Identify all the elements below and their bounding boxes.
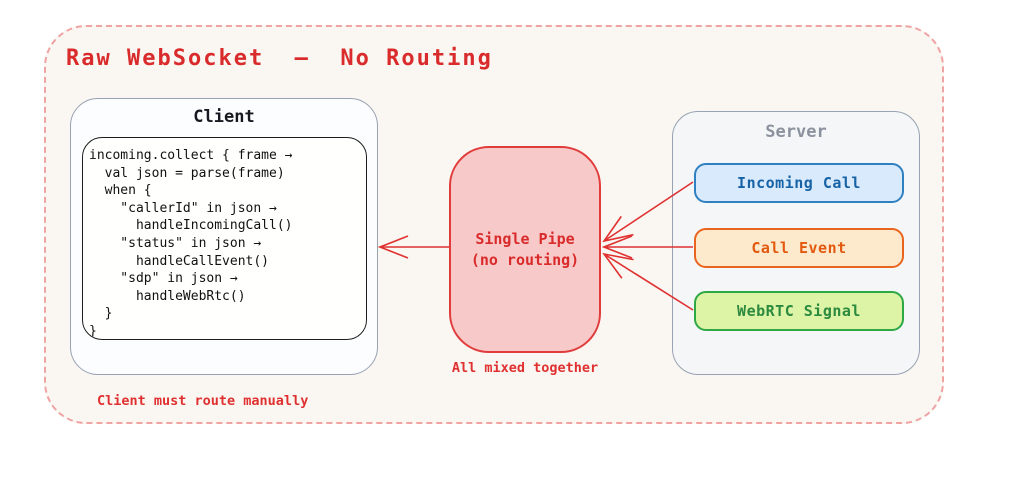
server-item-incoming-call: Incoming Call bbox=[694, 163, 904, 203]
server-item-call-event: Call Event bbox=[694, 228, 904, 268]
diagram-title: Raw WebSocket — No Routing bbox=[66, 46, 493, 71]
server-box: Server Incoming Call Call Event WebRTC S… bbox=[672, 111, 920, 375]
client-caption: Client must route manually bbox=[97, 393, 309, 409]
pipe-caption: All mixed together bbox=[451, 360, 599, 376]
client-box: Client incoming.collect { frame → val js… bbox=[70, 98, 378, 375]
server-title: Server bbox=[765, 122, 827, 142]
client-code-box: incoming.collect { frame → val json = pa… bbox=[82, 137, 367, 340]
single-pipe-box: Single Pipe (no routing) bbox=[449, 146, 601, 353]
server-item-webrtc-signal: WebRTC Signal bbox=[694, 291, 904, 331]
single-pipe-label: Single Pipe (no routing) bbox=[470, 229, 580, 269]
client-code: incoming.collect { frame → val json = pa… bbox=[89, 148, 293, 339]
client-title: Client bbox=[193, 107, 255, 127]
